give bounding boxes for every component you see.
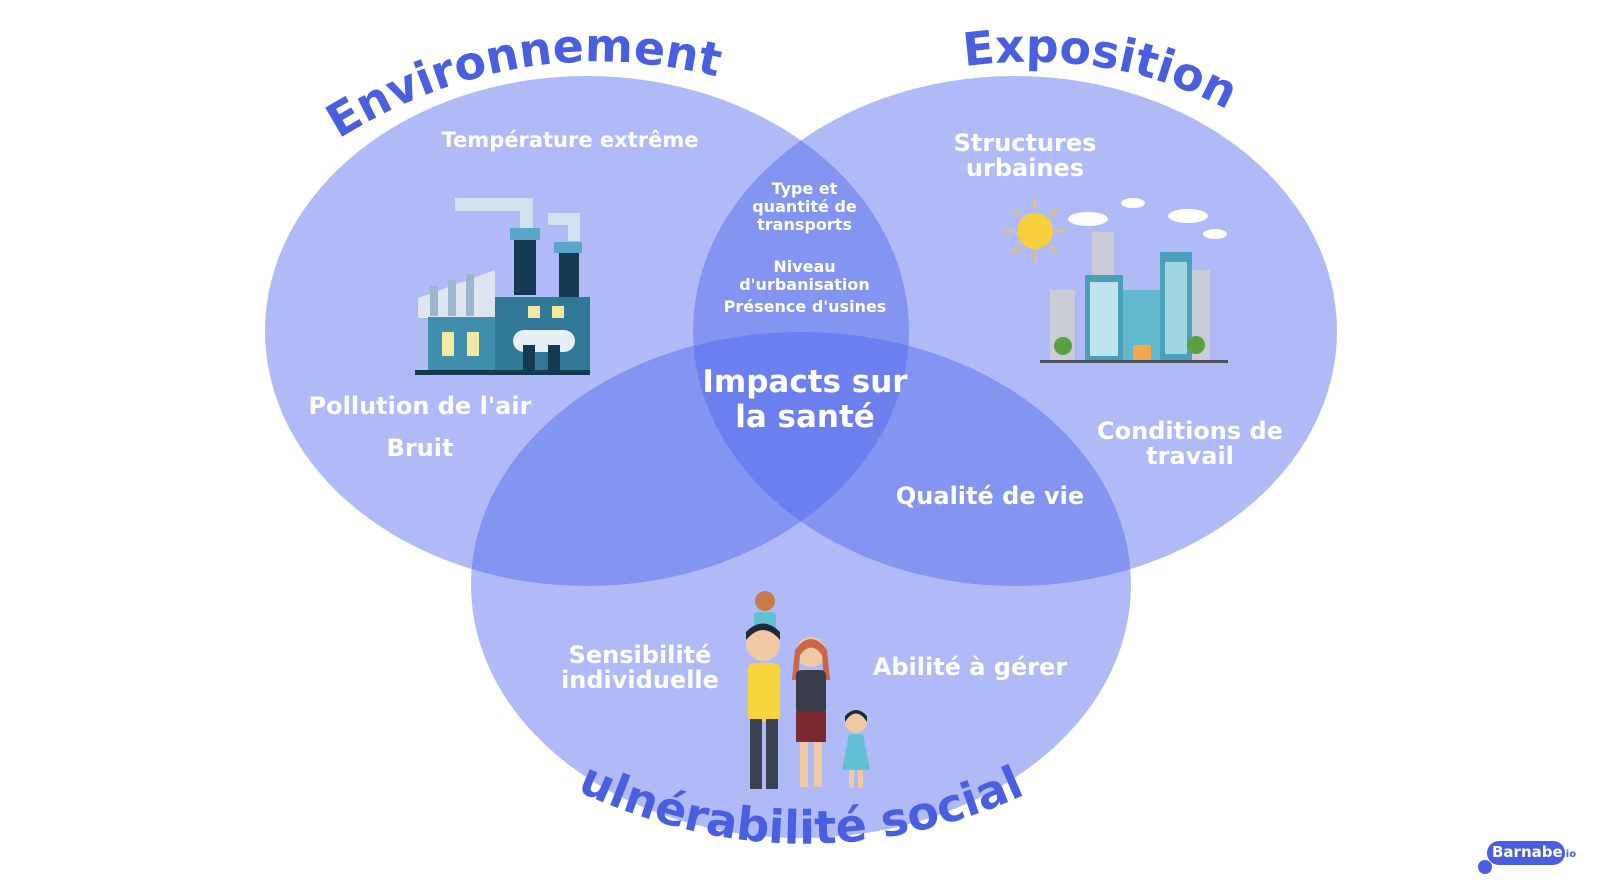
label-usines: Présence d'usines (723, 297, 887, 316)
label-temperature: Température extrême (441, 128, 699, 152)
family-icon (746, 591, 870, 789)
label-transport: Type et quantité de transports (752, 179, 857, 234)
label-urbanisation: Niveau d'urbanisation (739, 257, 870, 294)
city-icon (1004, 198, 1228, 363)
exposure-circle (693, 76, 1337, 586)
label-abilite: Abilité à gérer (872, 653, 1068, 681)
label-structures: Structures urbaines (953, 129, 1097, 183)
label-qualite: Qualité de vie (895, 482, 1085, 510)
brand-name: Barnabe (1492, 843, 1563, 861)
social-circle (471, 332, 1131, 838)
center-label: Impacts sur la santé (702, 364, 908, 436)
label-conditions: Conditions de travail (1097, 417, 1283, 471)
brand-logo (1478, 841, 1565, 874)
label-pollution: Pollution de l'air (308, 392, 532, 420)
factory-icon (415, 198, 590, 375)
label-sensibilite: Sensibilité individuelle (561, 641, 719, 695)
brand-suffix: .io (1562, 849, 1577, 860)
label-bruit: Bruit (386, 434, 454, 462)
